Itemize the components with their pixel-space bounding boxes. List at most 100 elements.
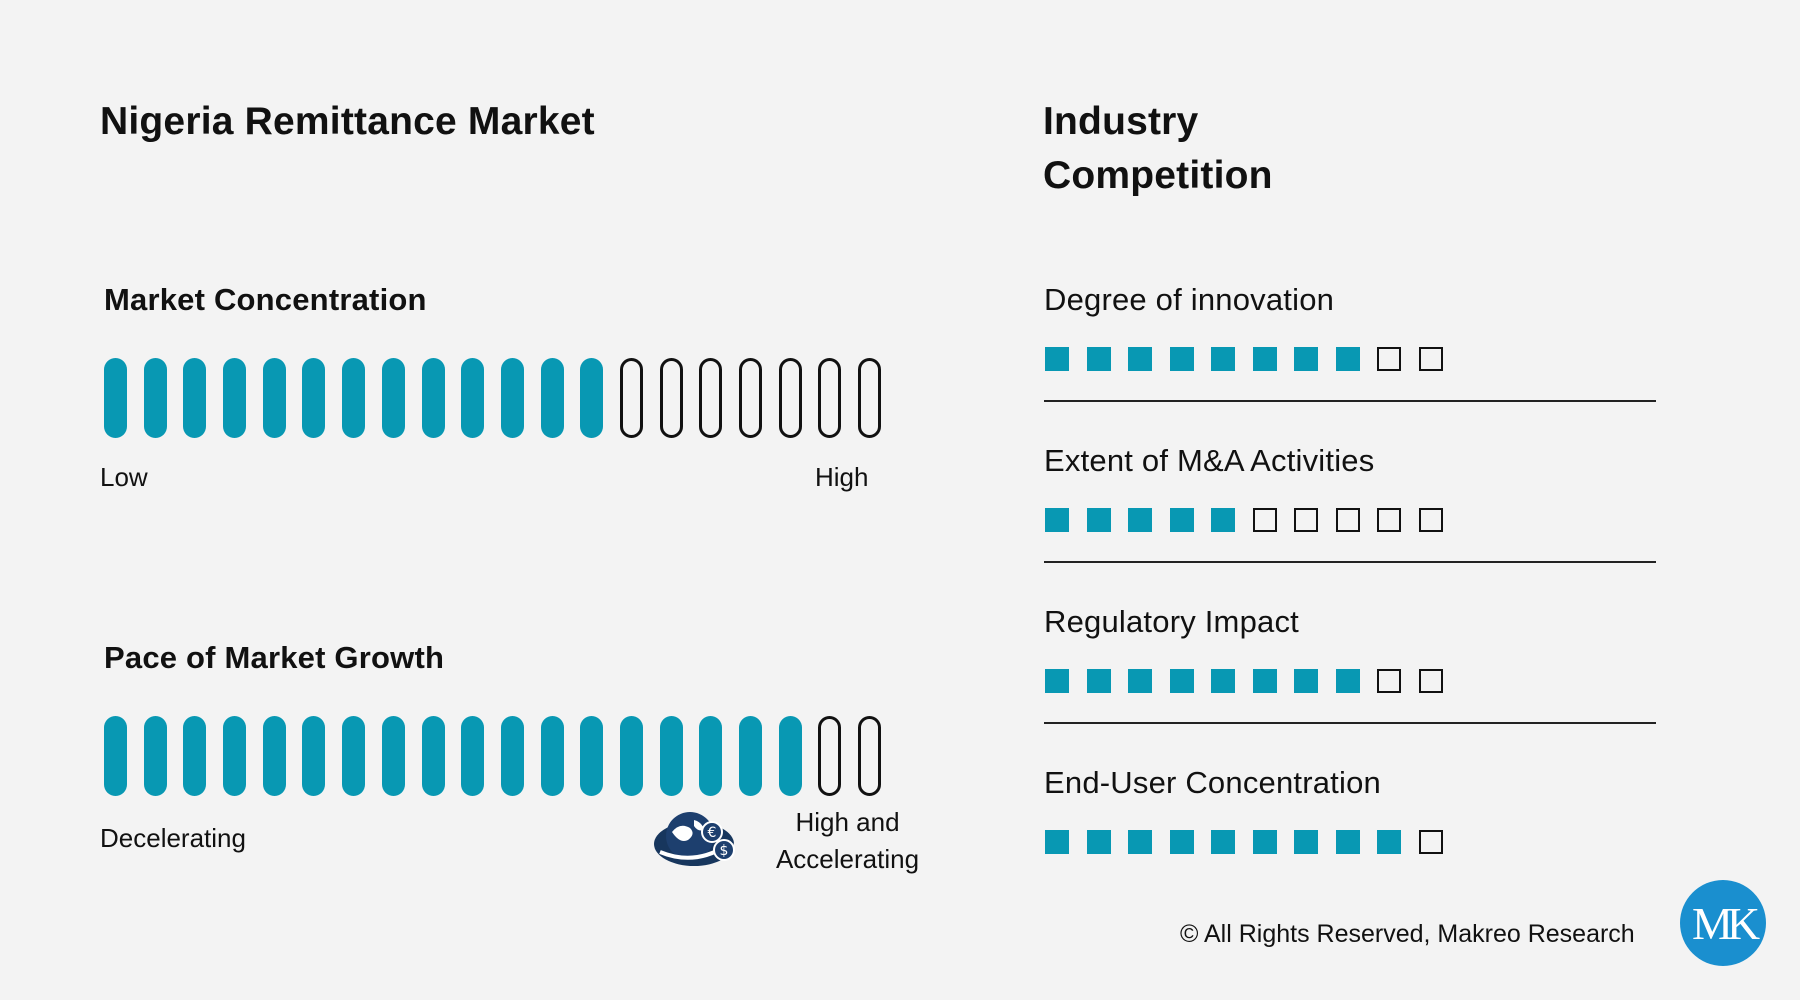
makreo-logo: MK bbox=[1680, 880, 1766, 966]
rating-square bbox=[1211, 508, 1235, 532]
rating-square bbox=[1169, 830, 1194, 854]
rating-square bbox=[1128, 508, 1152, 532]
growth-high-label-line2: Accelerating bbox=[775, 844, 920, 874]
rating-square bbox=[1377, 669, 1401, 693]
rating-square bbox=[1045, 669, 1069, 693]
indicator-rating bbox=[1045, 347, 1443, 371]
rating-square bbox=[1169, 347, 1194, 371]
rating-square bbox=[1335, 508, 1360, 532]
growth-segment bbox=[421, 716, 445, 796]
indicator-divider bbox=[1044, 561, 1656, 563]
concentration-segment bbox=[461, 358, 485, 438]
rating-square bbox=[1294, 347, 1318, 371]
growth-high-label: High and Accelerating bbox=[760, 804, 935, 878]
concentration-segment bbox=[739, 358, 762, 438]
rating-square bbox=[1418, 830, 1443, 854]
rating-square bbox=[1211, 830, 1235, 854]
rating-square bbox=[1335, 669, 1360, 693]
concentration-segment bbox=[699, 358, 723, 438]
indicator-divider bbox=[1044, 400, 1656, 402]
indicator-rating bbox=[1045, 669, 1443, 693]
concentration-segment bbox=[421, 358, 445, 438]
concentration-segment bbox=[143, 358, 167, 438]
rating-square bbox=[1335, 347, 1360, 371]
indicator-divider bbox=[1044, 722, 1656, 724]
growth-segment bbox=[183, 716, 207, 796]
growth-segment bbox=[381, 716, 405, 796]
market-title: Nigeria Remittance Market bbox=[100, 100, 595, 143]
rating-square bbox=[1252, 347, 1277, 371]
indicator-rating bbox=[1045, 830, 1443, 854]
growth-segment bbox=[580, 716, 604, 796]
growth-high-label-line1: High and bbox=[795, 807, 900, 837]
growth-segment bbox=[619, 716, 643, 796]
growth-segment bbox=[461, 716, 485, 796]
growth-segment bbox=[342, 716, 366, 796]
rating-square bbox=[1211, 669, 1235, 693]
indicator-label: Regulatory Impact bbox=[1044, 604, 1299, 639]
rating-square bbox=[1418, 347, 1443, 371]
growth-segment bbox=[262, 716, 286, 796]
growth-segment bbox=[104, 716, 127, 796]
industry-competition-title: Industry Competition bbox=[1043, 95, 1273, 203]
concentration-segment bbox=[500, 358, 524, 438]
growth-segment bbox=[858, 716, 882, 796]
market-growth-heading: Pace of Market Growth bbox=[104, 640, 445, 675]
rating-square bbox=[1211, 347, 1235, 371]
concentration-segment bbox=[381, 358, 405, 438]
concentration-segment bbox=[818, 358, 842, 438]
industry-title-line1: Industry bbox=[1043, 100, 1199, 143]
svg-text:$: $ bbox=[720, 843, 729, 859]
concentration-segment bbox=[223, 358, 247, 438]
concentration-segment bbox=[183, 358, 207, 438]
growth-segment bbox=[223, 716, 247, 796]
concentration-segment bbox=[540, 358, 564, 438]
rating-square bbox=[1294, 508, 1318, 532]
growth-segment bbox=[699, 716, 723, 796]
concentration-segment bbox=[342, 358, 366, 438]
rating-square bbox=[1086, 669, 1111, 693]
rating-square bbox=[1418, 669, 1443, 693]
market-concentration-heading: Market Concentration bbox=[104, 282, 427, 317]
rating-square bbox=[1086, 508, 1111, 532]
growth-segment bbox=[778, 716, 802, 796]
rating-square bbox=[1294, 669, 1318, 693]
market-growth-meter bbox=[104, 716, 882, 796]
concentration-high-label: High bbox=[815, 462, 869, 492]
rating-square bbox=[1045, 508, 1069, 532]
rating-square bbox=[1252, 508, 1277, 532]
indicator-label: End-User Concentration bbox=[1044, 765, 1381, 800]
concentration-segment bbox=[580, 358, 604, 438]
growth-segment bbox=[818, 716, 842, 796]
market-concentration-meter bbox=[104, 358, 882, 438]
rating-square bbox=[1045, 347, 1069, 371]
svg-text:€: € bbox=[708, 825, 717, 841]
rating-square bbox=[1377, 508, 1401, 532]
rating-square bbox=[1045, 830, 1069, 854]
rating-square bbox=[1169, 508, 1194, 532]
indicator-label: Extent of M&A Activities bbox=[1044, 443, 1375, 478]
growth-segment bbox=[659, 716, 683, 796]
rating-square bbox=[1252, 669, 1277, 693]
concentration-low-label: Low bbox=[100, 462, 148, 492]
concentration-segment bbox=[778, 358, 802, 438]
concentration-segment bbox=[858, 358, 882, 438]
rating-square bbox=[1252, 830, 1277, 854]
copyright-text: © All Rights Reserved, Makreo Research bbox=[1180, 920, 1635, 948]
concentration-segment bbox=[619, 358, 643, 438]
rating-square bbox=[1086, 830, 1111, 854]
indicator-rating bbox=[1045, 508, 1443, 532]
rating-square bbox=[1294, 830, 1318, 854]
indicator-label: Degree of innovation bbox=[1044, 282, 1335, 317]
growth-low-label: Decelerating bbox=[100, 823, 246, 853]
concentration-segment bbox=[104, 358, 127, 438]
rating-square bbox=[1128, 347, 1152, 371]
rating-square bbox=[1169, 669, 1194, 693]
rating-square bbox=[1335, 830, 1360, 854]
growth-segment bbox=[739, 716, 762, 796]
concentration-segment bbox=[302, 358, 326, 438]
industry-title-line2: Competition bbox=[1043, 154, 1273, 197]
concentration-segment bbox=[659, 358, 683, 438]
rating-square bbox=[1086, 347, 1111, 371]
rating-square bbox=[1128, 669, 1152, 693]
